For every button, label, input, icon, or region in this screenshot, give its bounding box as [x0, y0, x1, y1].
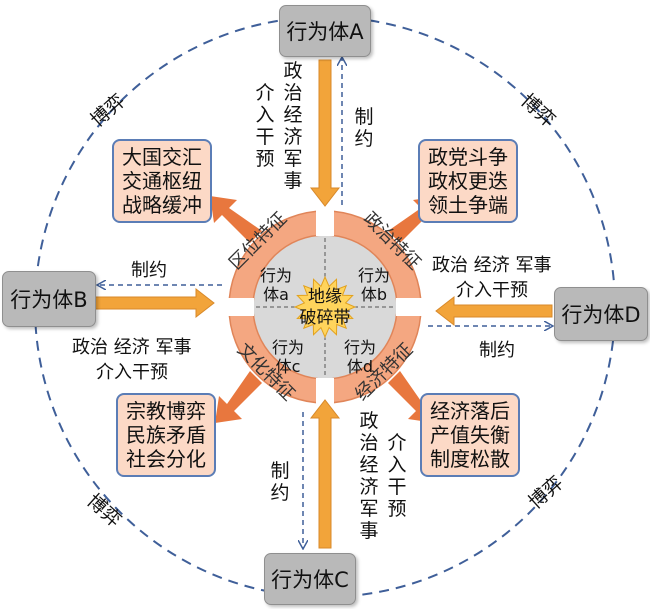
- trait-culture-2: 民族矛盾: [126, 423, 206, 447]
- trait-economy-1: 经济落后: [430, 399, 510, 423]
- trait-box-politics: 政党斗争 政权更迭 领土争端: [418, 139, 518, 223]
- trait-box-economy: 经济落后 产值失衡 制度松散: [420, 393, 520, 477]
- trait-culture-1: 宗教博弈: [126, 399, 206, 423]
- quadrant-c-line1: 行为: [272, 338, 304, 357]
- center-line1: 地缘: [308, 287, 342, 307]
- trait-economy-3: 制度松散: [430, 447, 510, 471]
- arrow-to-location: [210, 196, 262, 243]
- trait-politics-3: 领土争端: [428, 193, 508, 217]
- constraint-text-b: 制约: [131, 260, 167, 281]
- trait-box-culture: 宗教博弈 民族矛盾 社会分化: [116, 393, 216, 477]
- intervention-arrow-c: [309, 399, 341, 549]
- intervention-text-d-1: 政治 经济 军事: [432, 255, 552, 276]
- quadrant-d-line2: 体d: [347, 357, 373, 376]
- arrow-to-culture: [215, 371, 262, 423]
- trait-politics-1: 政党斗争: [428, 145, 508, 169]
- intervention-arrow-b: [94, 287, 215, 319]
- constraint-arrows: [98, 58, 552, 548]
- intervention-text-c-2: 介入干预: [387, 432, 407, 520]
- intervention-arrow-a: [309, 59, 341, 207]
- actor-a-box: 行为体A: [279, 5, 371, 57]
- intervention-text-a-1: 政治经济军事: [283, 60, 303, 192]
- quadrant-a-line2: 体a: [263, 285, 289, 304]
- trait-location-1: 大国交汇: [122, 145, 202, 169]
- trait-location-2: 交通枢纽: [122, 169, 202, 193]
- quadrant-d-line1: 行为: [344, 338, 376, 357]
- intervention-text-b-1: 政治 经济 军事: [72, 337, 192, 358]
- intervention-text-b-2: 介入干预: [96, 362, 168, 383]
- quadrant-b-line2: 体b: [361, 285, 387, 304]
- actor-d-box: 行为体D: [554, 287, 648, 341]
- actor-c-box: 行为体C: [264, 553, 356, 605]
- intervention-arrow-d: [435, 295, 553, 327]
- actor-b-box: 行为体B: [2, 271, 96, 327]
- constraint-text-d: 制约: [479, 340, 515, 361]
- trait-economy-2: 产值失衡: [430, 423, 510, 447]
- shatterbelt-starburst: [293, 275, 357, 339]
- constraint-text-a: 制约: [354, 106, 374, 150]
- intervention-text-c-1: 政治经济军事: [359, 410, 379, 542]
- trait-box-location: 大国交汇 交通枢纽 战略缓冲: [112, 139, 212, 223]
- center-line2: 破碎带: [300, 308, 351, 328]
- intervention-arrows: [94, 59, 553, 549]
- quadrant-b-line1: 行为: [358, 266, 390, 285]
- quadrant-c-line2: 体c: [276, 357, 301, 376]
- quadrant-a-line1: 行为: [260, 266, 292, 285]
- trait-location-3: 战略缓冲: [122, 193, 202, 217]
- trait-culture-3: 社会分化: [126, 447, 206, 471]
- trait-politics-2: 政权更迭: [428, 169, 508, 193]
- intervention-text-d-2: 介入干预: [456, 280, 528, 301]
- constraint-text-c: 制约: [270, 460, 290, 504]
- intervention-text-a-2: 介入干预: [255, 82, 275, 170]
